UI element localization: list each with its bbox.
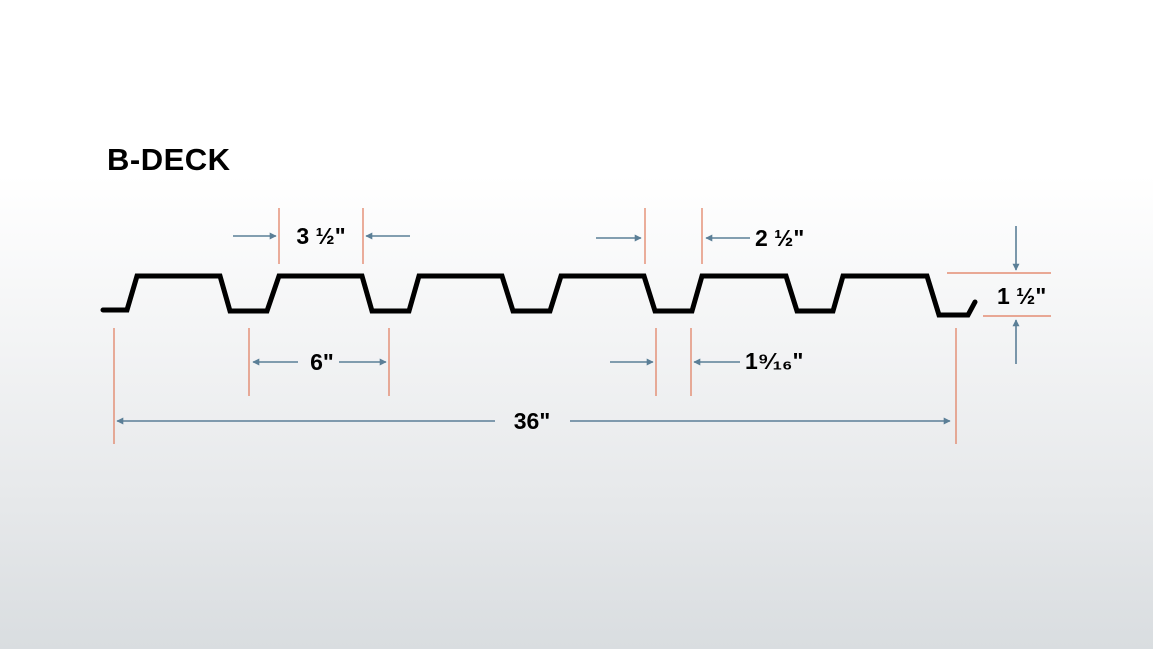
deck-profile-line (100, 273, 978, 318)
dim-label-rib-top-opening: 2 ½" (755, 225, 804, 251)
dim-label-overall-width: 36" (514, 408, 551, 434)
dimension-arrows (116, 226, 1020, 425)
dim-label-rib-top-width: 3 ½" (296, 223, 345, 249)
dim-label-depth: 1 ½" (997, 283, 1046, 309)
extension-lines (113, 208, 1051, 444)
dim-label-rib-spacing: 6" (310, 349, 334, 375)
diagram-title: B-DECK (107, 142, 231, 177)
dim-label-bottom-flat-width: 1⁹⁄₁₆" (745, 348, 803, 374)
